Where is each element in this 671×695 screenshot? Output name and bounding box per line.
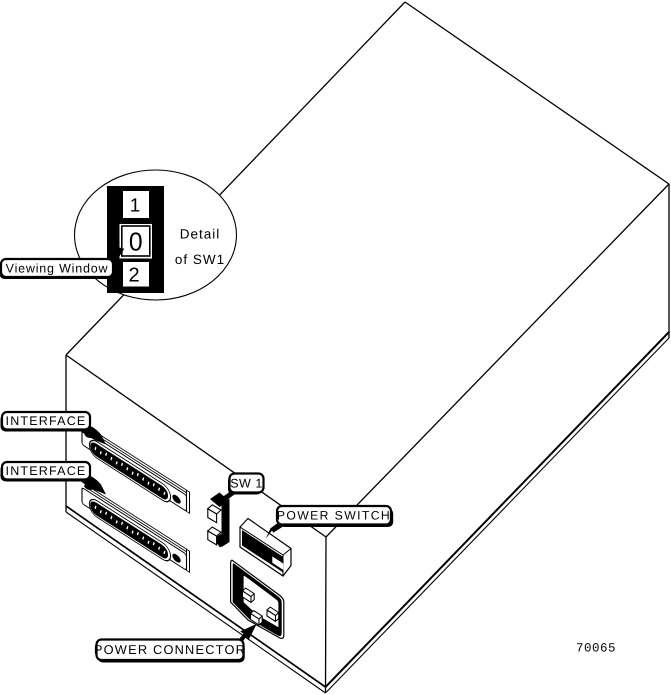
svg-text:Viewing Window: Viewing Window <box>6 261 109 275</box>
svg-text:2: 2 <box>128 265 139 287</box>
svg-text:POWER CONNECTOR: POWER CONNECTOR <box>94 642 246 657</box>
svg-text:1: 1 <box>130 196 141 217</box>
svg-text:INTERFACE: INTERFACE <box>6 464 87 478</box>
svg-text:Detail: Detail <box>180 227 221 242</box>
svg-text:SW 1: SW 1 <box>230 476 263 490</box>
svg-text:70065: 70065 <box>576 642 616 656</box>
svg-text:INTERFACE: INTERFACE <box>6 414 87 428</box>
svg-text:0: 0 <box>129 227 143 257</box>
svg-text:of SW1: of SW1 <box>175 252 225 267</box>
svg-text:POWER SWITCH: POWER SWITCH <box>277 509 391 523</box>
